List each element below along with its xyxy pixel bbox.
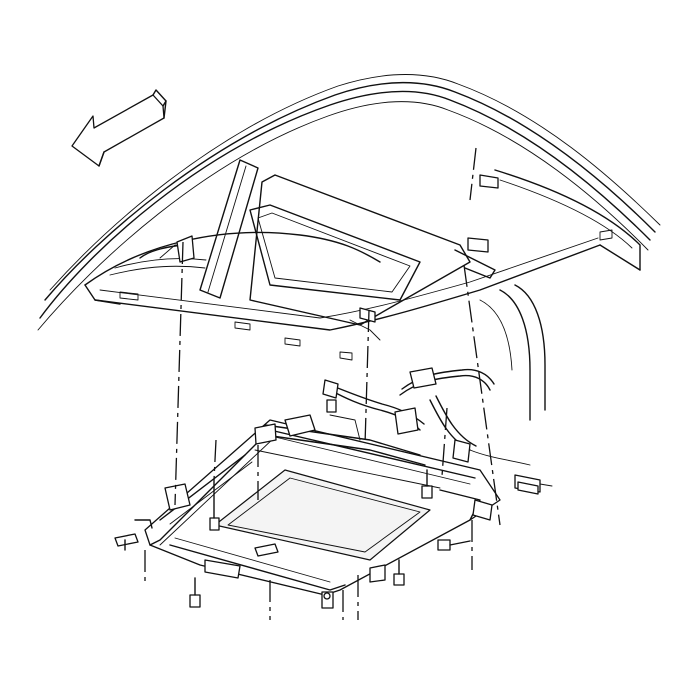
alignment-lines — [144, 147, 501, 620]
bolt-icon — [189, 399, 471, 608]
drain-hose-icon — [114, 481, 539, 609]
sunroof-module-outline — [134, 414, 501, 596]
sunroof-opening-outline — [109, 159, 499, 341]
glass-panel-outline — [214, 469, 431, 561]
roof-frame-outline — [37, 74, 661, 421]
arrow-left-icon — [71, 89, 167, 167]
